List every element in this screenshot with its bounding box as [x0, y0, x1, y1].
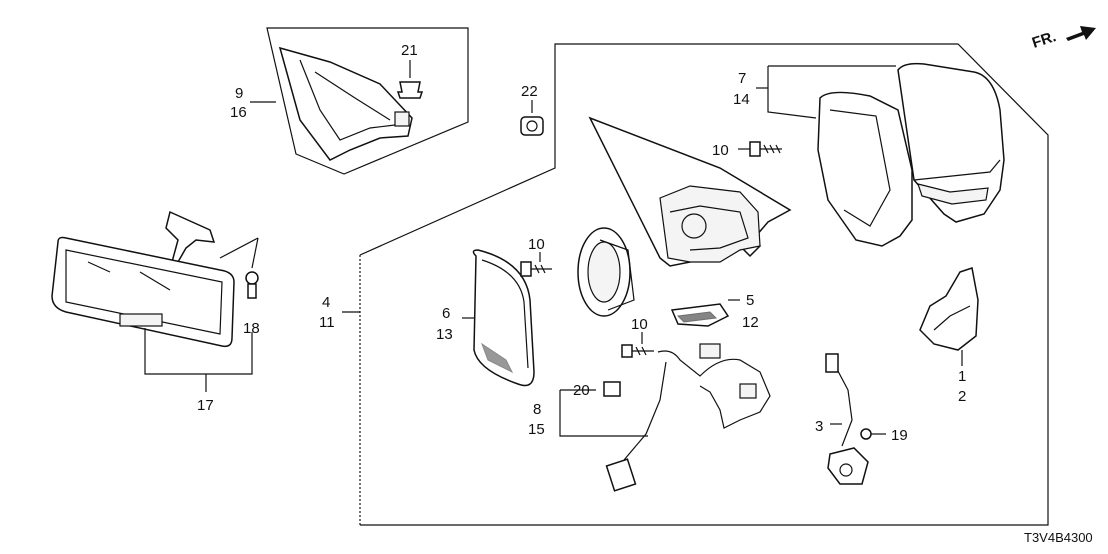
- camera-cable-part-3: [825, 353, 869, 485]
- mirror-actuator: [577, 227, 635, 317]
- callout-1: 1: [958, 368, 966, 385]
- callout-15: 15: [528, 421, 545, 438]
- callout-3: 3: [815, 418, 823, 435]
- wire-harness-part-8: [605, 343, 771, 492]
- callout-17: 17: [197, 397, 214, 414]
- callout-18: 18: [243, 320, 260, 337]
- callout-6: 6: [442, 305, 450, 322]
- callout-11: 11: [319, 314, 335, 331]
- callout-13: 13: [436, 326, 453, 343]
- front-label: FR.: [1030, 28, 1058, 52]
- screw-part-10-lower: [621, 332, 654, 358]
- mirror-base-part: [588, 116, 792, 267]
- screw-part-18: [245, 271, 259, 299]
- mirror-garnish-part-9: [278, 46, 413, 161]
- turn-signal-part-1: [919, 267, 979, 351]
- rearview-mirror-part-17: [51, 210, 235, 348]
- callout-19: 19: [891, 427, 908, 444]
- nut-part-22: [520, 100, 544, 136]
- callout-16: 16: [230, 104, 247, 121]
- screw-part-10-middle: [520, 252, 552, 277]
- screw-part-10-upper: [738, 141, 782, 157]
- puddle-light-part-5: [670, 303, 730, 327]
- callout-2: 2: [958, 388, 966, 405]
- callout-4: 4: [322, 294, 330, 311]
- garnish-group-frame: [266, 27, 469, 175]
- screw-part-19: [860, 428, 886, 440]
- callout-10-middle: 10: [528, 236, 545, 253]
- mirror-glass-part-6: [472, 249, 535, 387]
- callout-8: 8: [533, 401, 541, 418]
- mirror-assembly-frame: [359, 43, 1049, 526]
- bracket-7-line: [767, 66, 817, 119]
- callout-9: 9: [235, 85, 243, 102]
- callout-10-upper: 10: [712, 142, 729, 159]
- front-direction-indicator: FR.: [1030, 26, 1096, 52]
- callout-10-lower: 10: [631, 316, 648, 333]
- callout-12: 12: [742, 314, 759, 331]
- callout-14: 14: [733, 91, 750, 108]
- callout-20: 20: [573, 382, 590, 399]
- diagram-code: T3V4B4300: [1024, 530, 1093, 545]
- bracket-17-line: [144, 328, 253, 375]
- callout-7: 7: [738, 70, 746, 87]
- mirror-cover-part-7: [817, 62, 1005, 247]
- clip-part-20: [603, 381, 621, 397]
- callout-22: 22: [521, 83, 538, 100]
- front-arrow-icon: [1066, 26, 1096, 41]
- clip-part-21: [396, 60, 424, 99]
- callout-5: 5: [746, 292, 754, 309]
- callout-21: 21: [401, 42, 418, 59]
- bracket-8-line: [559, 420, 648, 437]
